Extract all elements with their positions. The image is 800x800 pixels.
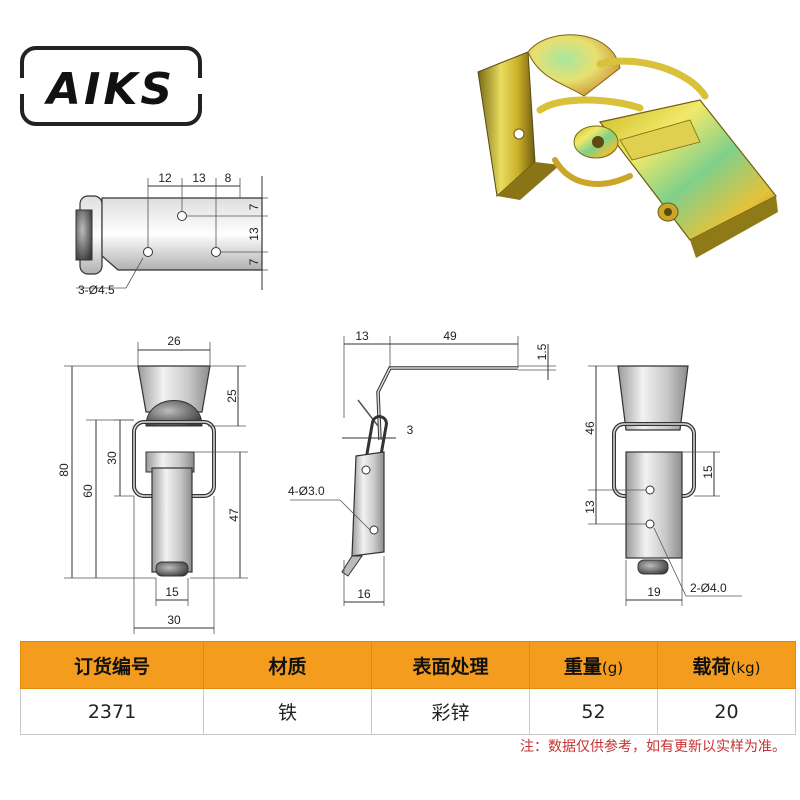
front-dim-47: 47 [227, 508, 241, 522]
cell-material: 铁 [203, 688, 372, 735]
front-dim-15: 15 [165, 585, 179, 599]
product-render [477, 34, 778, 258]
header-load: 载荷(kg) [657, 641, 796, 689]
front-dim-26: 26 [167, 334, 181, 348]
logo-text: AIKS [44, 64, 175, 115]
back-dim-15: 15 [701, 465, 715, 479]
top-dim-13v: 13 [247, 227, 261, 241]
back-dim-13: 13 [583, 500, 597, 514]
cell-order-no: 2371 [20, 688, 204, 735]
side-dim-49: 49 [443, 329, 457, 343]
brand-logo: AIKS [14, 46, 208, 126]
top-dim-7a: 7 [247, 203, 261, 210]
cell-weight: 52 [529, 688, 658, 735]
header-load-unit: (kg) [730, 658, 761, 677]
spec-table: 订货编号 材质 表面处理 重量(g) 载荷(kg) 2371 铁 彩锌 52 2… [20, 641, 796, 735]
side-dim-13: 13 [355, 329, 369, 343]
top-dim-8: 8 [225, 171, 232, 185]
header-weight-label: 重量 [563, 655, 602, 678]
front-dim-30v: 30 [105, 451, 119, 465]
cell-load: 20 [657, 688, 796, 735]
top-dim-7b: 7 [247, 258, 261, 265]
header-order-no: 订货编号 [20, 641, 204, 689]
cell-surface: 彩锌 [371, 688, 530, 735]
header-weight-unit: (g) [601, 658, 624, 677]
front-dim-25: 25 [225, 389, 239, 403]
side-hole-label: 4-Ø3.0 [288, 484, 325, 498]
back-dim-46: 46 [583, 421, 597, 435]
top-dim-12: 12 [158, 171, 172, 185]
technical-drawing: AIKS 12 13 8 7 [14, 34, 778, 634]
disclaimer-note: 注：数据仅供参考，如有更新以实样为准。 [520, 739, 786, 755]
side-dim-16: 16 [357, 587, 371, 601]
front-view: 26 25 80 60 30 47 15 30 [57, 334, 248, 634]
spec-header-row: 订货编号 材质 表面处理 重量(g) 载荷(kg) [20, 641, 796, 689]
top-hole-label: 3-Ø4.5 [78, 283, 115, 297]
header-load-label: 载荷 [692, 655, 731, 678]
front-dim-30h: 30 [167, 613, 181, 627]
header-weight: 重量(g) [529, 641, 658, 689]
top-view: 12 13 8 7 13 7 3-Ø4.5 [75, 171, 268, 297]
back-view: 46 15 13 19 2-Ø4.0 [583, 365, 742, 606]
table-row: 2371 铁 彩锌 52 20 [20, 688, 796, 735]
side-dim-1-5: 1.5 [535, 343, 549, 360]
back-dim-19: 19 [647, 585, 661, 599]
front-dim-60: 60 [81, 484, 95, 498]
header-material: 材质 [203, 641, 372, 689]
side-view: 13 49 1.5 3 4-Ø3.0 16 [288, 329, 556, 606]
back-hole-label: 2-Ø4.0 [690, 581, 727, 595]
front-dim-80: 80 [57, 463, 71, 477]
header-surface: 表面处理 [371, 641, 530, 689]
side-dim-3: 3 [407, 423, 414, 437]
top-dim-13: 13 [192, 171, 206, 185]
